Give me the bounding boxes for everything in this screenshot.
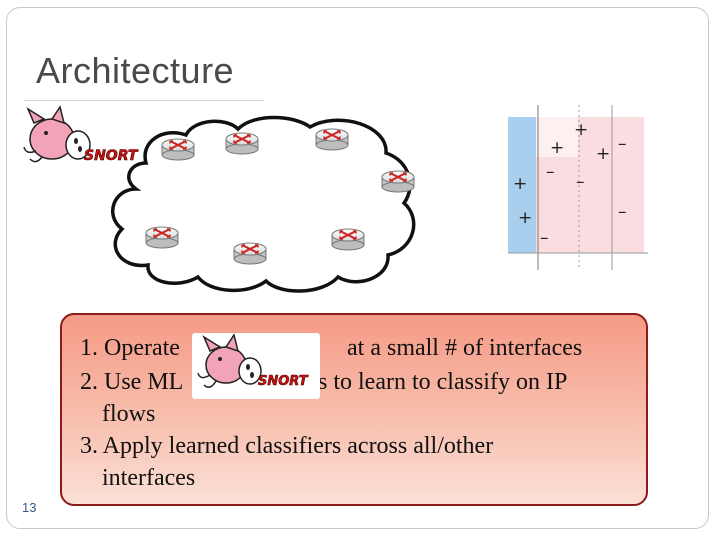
router-icon [331, 228, 365, 251]
title-underline [24, 100, 264, 101]
step-2-text-end: s to learn to classify on IP [318, 369, 568, 395]
step-1-text-end: at a small # of interfaces [347, 335, 583, 361]
slide-title: Architecture [36, 50, 235, 91]
positive-label: + [518, 208, 532, 228]
class-region-boundary [536, 117, 578, 157]
step-3-text: 3. Apply learned classifiers across all/… [80, 433, 494, 459]
negative-label: – [618, 202, 627, 222]
step-1-text-start: 1. Operate [80, 335, 180, 361]
classifier-panel: + + + + + – – – – – [508, 105, 648, 270]
slide-number: 13 [22, 500, 37, 515]
negative-label: – [546, 162, 555, 182]
positive-label: + [513, 174, 527, 194]
callout-box: 1. Operate at a small # of interfaces 2.… [60, 313, 648, 506]
snort-wordmark: SNORT [258, 374, 309, 389]
router-icon [145, 226, 179, 249]
negative-label: – [540, 228, 549, 248]
negative-label: – [576, 172, 585, 192]
network-cloud [110, 115, 416, 293]
callout-snort-logo: SNORT [192, 333, 320, 399]
step-3-text-continued: interfaces [102, 465, 196, 491]
positive-label: + [550, 138, 564, 158]
positive-label: + [574, 120, 588, 140]
pig-icon: SNORT [197, 333, 309, 389]
step-2-text-start: 2. Use ML [80, 369, 184, 395]
snort-logo: SNORT [23, 105, 139, 164]
class-region-positive [508, 117, 536, 253]
router-icon [315, 128, 349, 151]
positive-label: + [596, 144, 610, 164]
router-icon [225, 132, 259, 155]
network-diagram: SNORT [23, 105, 416, 293]
router-icon [161, 138, 195, 161]
step-2-text-continued: flows [102, 401, 156, 427]
negative-label: – [618, 134, 627, 154]
router-icon [233, 242, 267, 265]
pig-icon [23, 105, 91, 163]
router-icon [381, 170, 415, 193]
snort-wordmark: SNORT [84, 148, 139, 164]
